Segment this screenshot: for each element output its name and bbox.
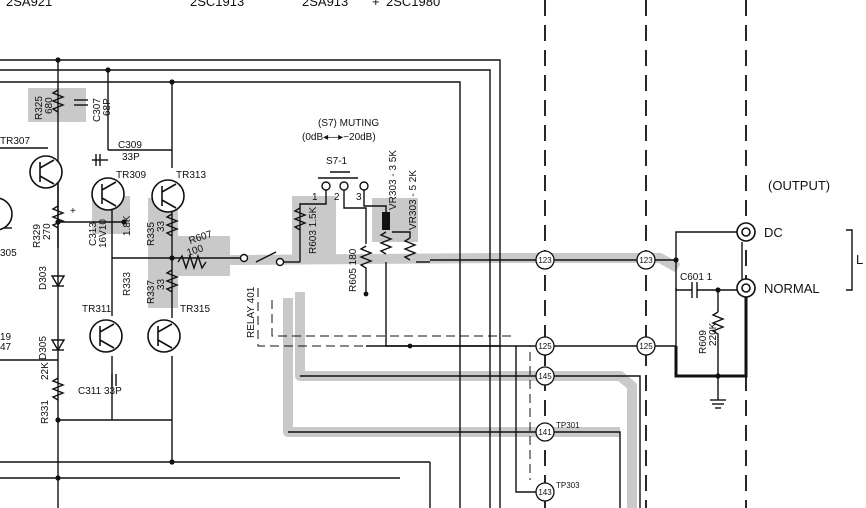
node-125-a: 125 [535,336,555,356]
label-dc: DC [764,225,783,240]
svg-text:C309: C309 [118,140,142,151]
node-145: 145 [535,366,555,386]
part-2sa921: 2SA921 [6,0,52,9]
svg-text:125: 125 [538,342,552,351]
node-123-b: 123 [636,250,656,270]
label-r603: R603 1.5K [308,206,319,254]
svg-text:3: 3 [356,192,362,203]
svg-text:C313: C313 [88,222,99,246]
capacitor-c311: C311 33P [78,374,122,397]
svg-text:R325: R325 [34,96,45,120]
svg-text:+: + [70,206,76,217]
svg-text:R329: R329 [32,224,43,248]
header-part-numbers: 2SA921 2SC1913 2SA913 + 2SC1980 [6,0,440,9]
resistor-r335: R335 33 [146,213,179,246]
svg-text:33P: 33P [122,152,140,163]
signal-highlight [28,88,681,508]
svg-text:2: 2 [334,192,340,203]
svg-text:1.8K: 1.8K [122,215,133,236]
fragment-47: 47 [0,342,12,353]
transistor-tr313 [151,179,185,213]
part-separator: + [372,0,380,9]
capacitor-c309: C309 33P [95,140,142,166]
label-c601: C601 1 [680,272,713,283]
node-123-a: 123 [535,250,555,270]
node-125-b: 125 [636,336,656,356]
label-vr303-5: VR303 - 5 2K [408,170,419,230]
resistor-r325: R325 680 [34,89,65,120]
board-frame [0,59,501,508]
label-tr307: TR307 [0,136,30,147]
resistor-r331: R331 22K [40,362,65,424]
svg-text:R337: R337 [146,280,157,304]
jack-normal[interactable] [736,278,756,298]
diode-d303: D303 [38,266,66,290]
switch-s7-1: S7-1 [326,156,348,167]
svg-text:123: 123 [639,256,653,265]
output-section: (OUTPUT) C601 1 R609 220K DC NORMAL L [673,178,863,409]
svg-text:145: 145 [538,372,552,381]
label-tr309: TR309 [116,170,146,181]
fragment-305: 305 [0,248,17,259]
svg-text:141: 141 [538,428,552,437]
label-tr311: TR311 [82,304,112,315]
output-title: (OUTPUT) [768,178,830,193]
svg-text:270: 270 [42,223,53,240]
label-normal: NORMAL [764,281,820,296]
svg-text:C311 33P: C311 33P [78,386,122,397]
fragment-19: 19 [0,332,12,343]
jack-dc[interactable] [736,222,756,242]
resistor-r329: R329 270 + [32,205,76,248]
diode-d305: D305 [38,336,66,360]
svg-text:33: 33 [156,278,167,290]
label-tr315: TR315 [180,304,210,315]
part-2sa913: 2SA913 [302,0,348,9]
svg-text:680: 680 [44,97,55,114]
svg-text:R335: R335 [146,222,157,246]
svg-text:16V10: 16V10 [98,219,109,248]
muting-title: (S7) MUTING [318,118,379,129]
svg-text:1: 1 [312,192,318,203]
label-r605: R605 180 [348,248,359,292]
resistor-r337: R337 33 [146,269,179,304]
label-r609: R609 [698,330,709,354]
transistor-tr315 [147,319,181,353]
svg-text:68P: 68P [102,98,113,116]
transistor-tr309 [91,177,125,211]
output-lines [288,259,676,508]
svg-text:R331: R331 [40,400,51,424]
node-141: 141 [535,422,555,442]
relay-401: RELAY 401 [239,251,300,338]
svg-text:D303: D303 [38,266,49,290]
label-tr313: TR313 [176,170,206,181]
muting-range: (0dB◂—▸−20dB) [302,132,376,143]
label-tp301: TP301 [556,421,580,430]
svg-text:D305: D305 [38,336,49,360]
svg-text:C307: C307 [92,98,103,122]
svg-text:100: 100 [186,243,206,259]
part-2sc1980: 2SC1980 [386,0,440,9]
transistor-tr307 [29,155,63,189]
label-tp303: TP303 [556,481,580,490]
driver-wiring [0,57,244,508]
transistor-tr311 [89,319,123,353]
label-vr303-3: VR303 - 3 5K [388,150,399,210]
capacitor-c313: C313 16V10 1.8K [88,215,133,248]
label-r609-value: 220K [708,322,719,346]
svg-text:22K: 22K [40,362,51,380]
resistor-r333: R333 [122,272,133,296]
svg-text:RELAY 401: RELAY 401 [246,286,257,338]
svg-text:143: 143 [538,488,552,497]
transistor-partial-left [0,197,13,231]
node-143: 143 [535,482,555,502]
svg-text:R333: R333 [122,272,133,296]
svg-text:123: 123 [538,256,552,265]
svg-text:33: 33 [156,220,167,232]
part-2sc1913: 2SC1913 [190,0,244,9]
label-channel-l: L [856,252,863,267]
svg-text:125: 125 [639,342,653,351]
capacitor-c307: C307 68P [74,98,113,122]
